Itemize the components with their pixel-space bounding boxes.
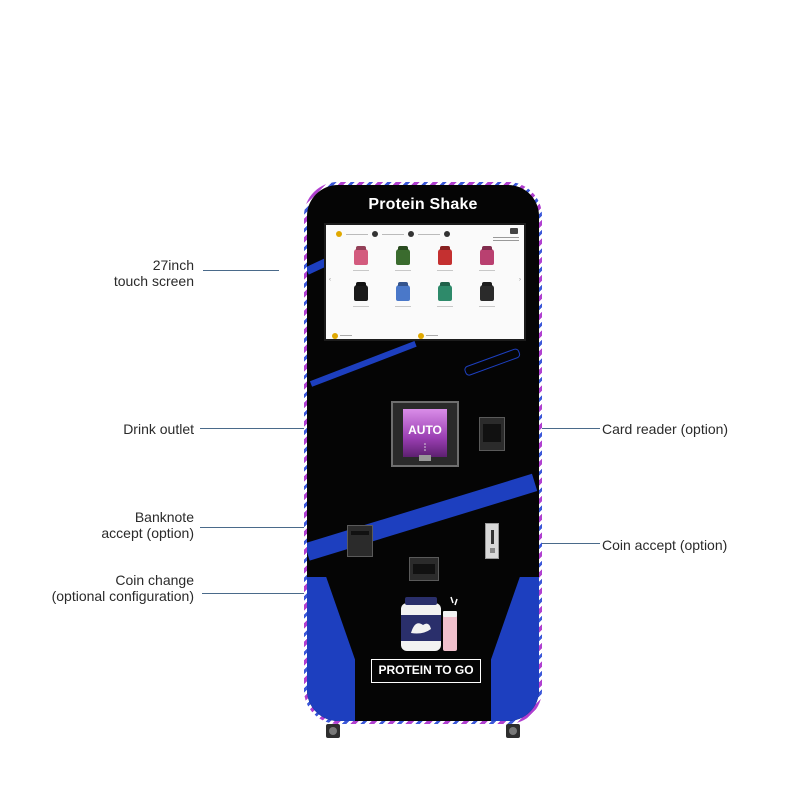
- settings-icon[interactable]: [510, 228, 518, 234]
- coin-acceptor[interactable]: [485, 523, 499, 559]
- product-caption: [479, 306, 495, 307]
- product-caption: [395, 306, 411, 307]
- step-connector: [346, 234, 368, 235]
- product-caption: [479, 270, 495, 271]
- chevron-left-icon[interactable]: ‹: [329, 277, 331, 283]
- accent-stripe-right: [463, 347, 522, 377]
- card-icon: [418, 332, 424, 339]
- callout-coin-accept: Coin accept (option): [602, 537, 728, 553]
- outlet-auto-text: AUTO: [408, 423, 442, 437]
- footer-text: [426, 335, 438, 337]
- coin-return-button[interactable]: [490, 548, 495, 553]
- coin-change-slot: [413, 564, 435, 574]
- caster-wheel-left: [326, 724, 340, 738]
- protein-jar-icon: [401, 596, 458, 651]
- leader-drink-outlet: [200, 428, 378, 429]
- product-caption: [395, 270, 411, 271]
- coin-slot: [491, 530, 494, 544]
- nozzle-icon: [424, 443, 426, 451]
- tagline-badge: PROTEIN TO GO: [371, 659, 481, 683]
- product-tile[interactable]: [396, 285, 410, 301]
- check-icon: [444, 231, 450, 237]
- banknote-slot: [351, 531, 369, 535]
- vending-machine: Protein Shake ‹ › AUTO: [304, 182, 542, 724]
- status-text: [493, 237, 519, 243]
- product-tile[interactable]: [438, 249, 452, 265]
- leader-banknote: [200, 527, 350, 528]
- product-caption: [353, 306, 369, 307]
- footer-text: [340, 335, 352, 337]
- coin-icon: [332, 332, 338, 339]
- product-tile[interactable]: [354, 285, 368, 301]
- home-icon: [336, 231, 342, 237]
- product-tile[interactable]: [480, 249, 494, 265]
- caster-wheel-right: [506, 724, 520, 738]
- brand-title: Protein Shake: [368, 196, 478, 213]
- accent-stripe-mid: [309, 341, 417, 387]
- product-tile[interactable]: [480, 285, 494, 301]
- accent-wing-left: [307, 577, 355, 721]
- product-caption: [437, 306, 453, 307]
- chevron-right-icon[interactable]: ›: [519, 277, 521, 283]
- coin-change-tray[interactable]: [409, 557, 439, 581]
- accent-wing-right: [491, 577, 539, 721]
- callout-drink-outlet: Drink outlet: [123, 421, 194, 437]
- card-reader[interactable]: [479, 417, 505, 451]
- screen-footer-mid: [418, 327, 438, 339]
- callout-card-reader: Card reader (option): [602, 421, 729, 437]
- outlet-window: AUTO: [403, 409, 447, 457]
- callout-touch-screen: 27inch touch screen: [113, 257, 194, 289]
- product-tile[interactable]: [438, 285, 452, 301]
- banknote-acceptor[interactable]: [347, 525, 373, 557]
- product-caption: [437, 270, 453, 271]
- leader-card-reader: [500, 428, 600, 429]
- card-slot: [483, 424, 501, 442]
- product-tile[interactable]: [396, 249, 410, 265]
- accent-stripe-low: [307, 473, 538, 561]
- callout-coin-change: Coin change (optional configuration): [51, 572, 194, 604]
- product-tile[interactable]: [354, 249, 368, 265]
- touch-screen[interactable]: ‹ ›: [324, 223, 526, 341]
- order-steps: [332, 229, 482, 243]
- leader-coin-change: [202, 593, 410, 594]
- gear-icon: [408, 231, 414, 237]
- step-connector: [382, 234, 404, 235]
- product-caption: [353, 270, 369, 271]
- leader-coin-accept: [498, 543, 600, 544]
- drink-outlet: AUTO: [391, 401, 459, 467]
- screen-footer-left: [332, 327, 352, 339]
- step-connector: [418, 234, 440, 235]
- leader-touch-screen: [203, 270, 279, 271]
- cup-icon: [372, 231, 378, 237]
- cup-holder: [419, 455, 431, 461]
- callout-banknote: Banknote accept (option): [101, 509, 194, 541]
